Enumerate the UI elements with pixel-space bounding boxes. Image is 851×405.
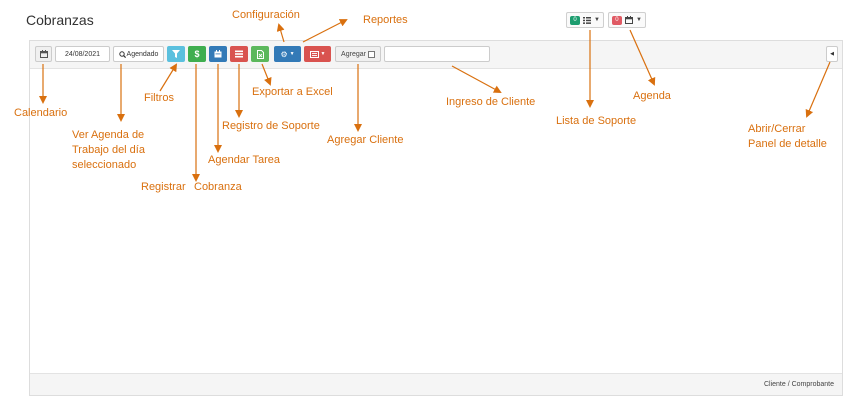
annotation-calendario: Calendario (14, 107, 68, 119)
annotation-cobranza: Cobranza (194, 181, 242, 193)
chevron-down-icon: ▼ (594, 17, 600, 23)
report-icon (309, 50, 319, 58)
configuration-button[interactable]: ⚙ ▼ (274, 46, 301, 62)
annotation-abrir-cerrar: Abrir/Cerrar Panel de detalle (748, 123, 827, 150)
agenda-count-badge: 0 (611, 15, 622, 25)
agendado-label: Agendado (126, 50, 159, 58)
calendar-icon (214, 50, 222, 58)
client-input[interactable] (384, 46, 490, 62)
schedule-task-button[interactable] (209, 46, 227, 62)
filter-button[interactable] (167, 46, 185, 62)
support-count-badge: 0 (570, 15, 580, 25)
annotation-ingreso-cliente: Ingreso de Cliente (446, 96, 536, 108)
top-widgets: 0 ▼ 0 ▼ (566, 12, 646, 28)
chevron-left-icon: ◀ (830, 51, 834, 57)
dollar-icon: $ (194, 49, 200, 59)
page-title: Cobranzas (26, 12, 94, 28)
calendar-icon (624, 16, 633, 24)
gear-icon: ⚙ (280, 49, 288, 59)
annotation-exportar-excel: Exportar a Excel (252, 86, 333, 98)
calendar-button[interactable] (35, 46, 52, 62)
agendado-button[interactable]: Agendado (113, 46, 164, 62)
chevron-down-icon: ▼ (289, 51, 295, 57)
toolbar: 24/08/2021 Agendado $ (30, 41, 842, 69)
agenda-dropdown[interactable]: 0 ▼ (607, 12, 646, 28)
support-list-dropdown[interactable]: 0 ▼ (566, 12, 604, 28)
search-icon (118, 50, 126, 58)
chevron-down-icon: ▼ (320, 51, 326, 57)
annotation-agregar-cliente: Agregar Cliente (327, 134, 404, 146)
list-icon (583, 16, 591, 24)
toggle-detail-panel-button[interactable]: ◀ (826, 46, 838, 62)
annotation-ver-agenda: Ver Agenda de Trabajo del día selecciona… (72, 129, 145, 171)
add-client-checkbox[interactable] (367, 50, 375, 58)
filter-icon (172, 50, 180, 58)
register-payment-button[interactable]: $ (188, 46, 206, 62)
annotation-agenda: Agenda (633, 90, 671, 102)
export-excel-button[interactable] (251, 46, 269, 62)
reports-button[interactable]: ▼ (304, 46, 331, 62)
panel-footer: Cliente / Comprobante (30, 373, 842, 395)
list-icon (235, 50, 243, 58)
chevron-down-icon: ▼ (635, 17, 642, 23)
date-input[interactable]: 24/08/2021 (55, 46, 110, 62)
add-client-toggle[interactable]: Agregar (335, 46, 381, 62)
excel-file-icon (256, 49, 264, 59)
annotation-filtros: Filtros (144, 92, 174, 104)
annotation-configuracion: Configuración (232, 9, 300, 21)
footer-label: Cliente / Comprobante (763, 381, 834, 388)
main-panel: 24/08/2021 Agendado $ (29, 40, 843, 396)
arrow-reportes (302, 19, 348, 43)
annotation-lista-soporte: Lista de Soporte (556, 115, 637, 127)
annotation-registrar: Registrar (141, 181, 186, 193)
agregar-label: Agregar (341, 50, 366, 58)
calendar-icon (39, 50, 48, 58)
support-register-button[interactable] (230, 46, 248, 62)
annotation-registro-soporte: Registro de Soporte (222, 120, 320, 132)
annotation-agendar-tarea: Agendar Tarea (208, 154, 280, 166)
annotation-reportes: Reportes (363, 14, 408, 26)
